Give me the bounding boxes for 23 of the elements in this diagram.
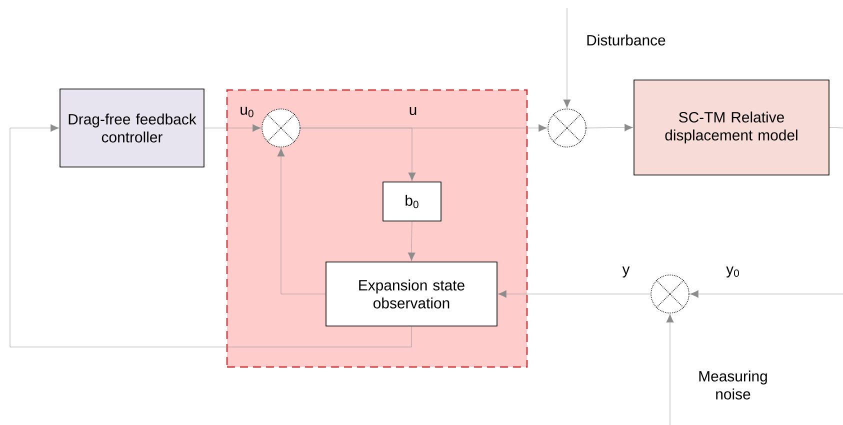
arrow: [563, 8, 571, 108]
edge-label: Measuring noise: [699, 370, 767, 400]
summing-junction: [262, 108, 300, 148]
controller-box: Drag-free feedback controller: [60, 88, 204, 168]
edge-label: u$_{0}$: [240, 106, 254, 118]
arrow: [498, 290, 651, 298]
arrow: [300, 128, 416, 182]
arrow: [204, 124, 262, 132]
model-box: SC-TM Relative displacement model: [634, 80, 830, 176]
edge-label: y$_{0}$: [726, 266, 739, 278]
summing-junction: [548, 108, 586, 148]
arrow: [277, 148, 326, 294]
summing-junction: [650, 274, 690, 314]
arrow: [408, 221, 416, 262]
arrow: [666, 314, 674, 425]
observer-box: Expansion state observation: [326, 262, 498, 326]
gain-box: b$_{0}$: [382, 182, 442, 222]
edge-label: u: [410, 107, 416, 116]
arrow: [586, 124, 634, 132]
edge-label: Disturbance: [587, 34, 666, 46]
edge-label: y: [622, 266, 630, 278]
arrow: [690, 290, 843, 298]
arrow: [10, 124, 412, 348]
